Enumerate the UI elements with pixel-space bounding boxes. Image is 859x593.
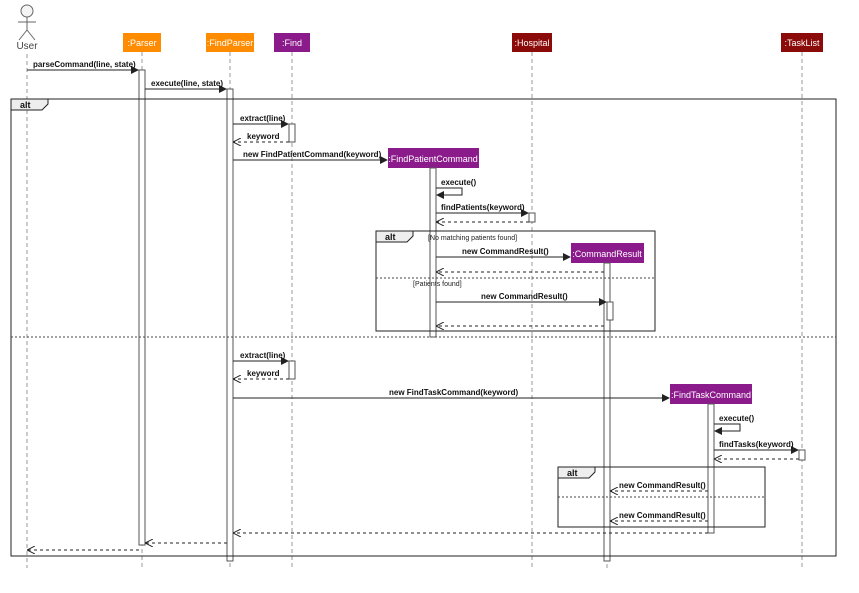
msg-new-commandresult-1: new CommandResult() bbox=[462, 247, 549, 256]
participant-commandresult-box bbox=[571, 243, 644, 263]
participant-hospital-box bbox=[512, 33, 552, 52]
participant-findtaskcommand-label: :FindTaskCommand bbox=[671, 390, 751, 400]
msg-execute-2: execute() bbox=[719, 414, 754, 423]
participant-tasklist-box bbox=[781, 33, 823, 52]
participant-findpatientcommand-box bbox=[388, 148, 479, 168]
fragment-inner2-label: alt bbox=[567, 468, 578, 478]
participant-tasklist-label: :TaskList bbox=[784, 38, 820, 48]
activation-parser bbox=[138, 69, 146, 546]
activation-hospital bbox=[528, 212, 536, 223]
msg-findpatients: findPatients(keyword) bbox=[441, 203, 525, 212]
participant-find-box bbox=[274, 33, 310, 52]
msg-new-commandresult-4: new CommandResult() bbox=[619, 511, 706, 520]
participant-commandresult-label: :CommandResult bbox=[572, 249, 642, 259]
activation-commandresult-long bbox=[603, 262, 611, 562]
participant-find-label: :Find bbox=[282, 38, 302, 48]
participant-parser-box bbox=[123, 33, 161, 52]
msg-execute-findparser: execute(line, state) bbox=[151, 79, 223, 88]
msg-findtasks: findTasks(keyword) bbox=[719, 440, 794, 449]
actor-user-label: User bbox=[16, 41, 38, 52]
participant-hospital-label: :Hospital bbox=[514, 38, 549, 48]
fragment-inner1-tab bbox=[375, 230, 414, 243]
activation-find-2 bbox=[288, 360, 296, 380]
activation-findpatientcommand bbox=[429, 167, 437, 338]
activation-tasklist bbox=[798, 449, 806, 461]
msg-keyword-2: keyword bbox=[247, 369, 280, 378]
fragment-inner2-tab bbox=[557, 466, 596, 479]
participant-parser-label: :Parser bbox=[127, 38, 156, 48]
msg-new-commandresult-2: new CommandResult() bbox=[481, 292, 568, 301]
msg-new-findpatientcommand: new FindPatientCommand(keyword) bbox=[243, 150, 382, 159]
activation-findtaskcommand bbox=[707, 403, 715, 534]
participant-findparser-label: :FindParser bbox=[207, 38, 254, 48]
fragment-outer bbox=[10, 98, 837, 557]
msg-extract-1: extract(line) bbox=[240, 114, 286, 123]
fragment-inner1 bbox=[375, 230, 656, 332]
fragment-outer-tab bbox=[10, 98, 49, 111]
participant-findpatientcommand-label: :FindPatientCommand bbox=[388, 154, 478, 164]
participant-findtaskcommand-box bbox=[670, 384, 752, 404]
activation-findparser bbox=[226, 88, 234, 562]
activation-find-1 bbox=[288, 123, 296, 143]
msg-keyword-1: keyword bbox=[247, 132, 280, 141]
fragment-inner1-label: alt bbox=[385, 232, 396, 242]
msg-execute-1: execute() bbox=[441, 178, 476, 187]
msg-extract-2: extract(line) bbox=[240, 351, 286, 360]
fragment-inner1-guard1: [No matching patients found] bbox=[428, 235, 517, 242]
participant-findparser-box bbox=[206, 33, 254, 52]
arrow-execute-self-2 bbox=[714, 423, 741, 435]
msg-parsecommand: parseCommand(line, state) bbox=[33, 60, 136, 69]
msg-new-findtaskcommand: new FindTaskCommand(keyword) bbox=[389, 388, 519, 397]
msg-new-commandresult-3: new CommandResult() bbox=[619, 481, 706, 490]
fragment-outer-label: alt bbox=[20, 100, 31, 110]
activation-commandresult-short bbox=[606, 301, 614, 321]
fragment-inner1-guard2: [Patients found] bbox=[413, 281, 462, 288]
actor-user bbox=[18, 4, 36, 41]
arrow-execute-self-1 bbox=[436, 187, 463, 199]
